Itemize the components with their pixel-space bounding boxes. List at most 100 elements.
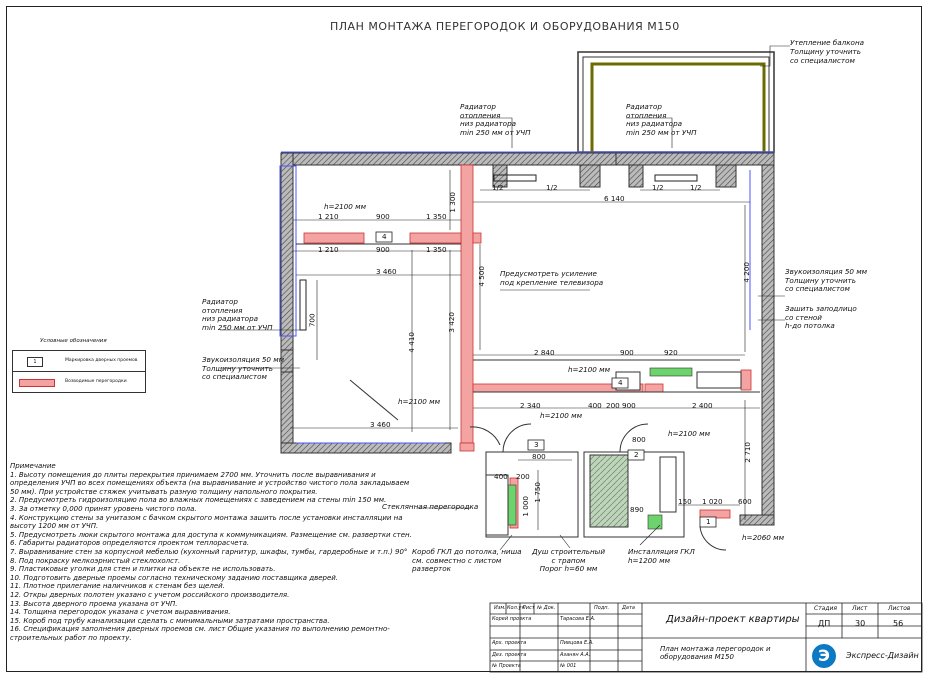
- dim-800a: 800: [532, 452, 546, 461]
- dim-1210b: 1 210: [318, 245, 339, 254]
- dim-2340: 2 340: [520, 401, 541, 410]
- note: 13. Высота дверного проема указана от УЧ…: [10, 599, 178, 608]
- callout-glass-partition: Стеклянная перегородка: [382, 502, 479, 511]
- legend-row: 1 Маркировка дверных проемов: [13, 351, 145, 372]
- note: 11. Плотное прилегание наличников к стен…: [10, 582, 225, 591]
- legend-caption: Условные обозначения: [40, 338, 107, 344]
- stamp-name: № 001: [560, 663, 577, 669]
- stamp-header-list: Лист: [522, 605, 535, 611]
- leader-lines: [220, 45, 790, 551]
- project-name: Дизайн-проект квартиры: [666, 614, 800, 625]
- note: 2. Предусмотреть гидроизоляцию пола во в…: [10, 496, 387, 505]
- dim-900b: 900: [376, 245, 390, 254]
- stamp-header-date: Дата: [622, 605, 635, 611]
- note: 15. Короб под трубу канализации сделать …: [10, 616, 330, 625]
- dim-3460b: 3 460: [370, 420, 391, 429]
- dim-half2: 1/2: [546, 183, 558, 192]
- bathroom-block: [469, 423, 727, 551]
- dim-900a: 900: [376, 212, 390, 221]
- note: 12. Откры дверных полотен указано с учет…: [10, 590, 290, 599]
- stamp-role: Корей проекта: [492, 616, 532, 622]
- notes: Примечание 1. Высоту помещения до плиты …: [10, 462, 412, 642]
- height-label-4: h=2100 мм: [540, 411, 582, 420]
- door-tag-1: 4: [382, 232, 387, 241]
- dim-1020: 1 020: [702, 497, 723, 506]
- dim-1210a: 1 210: [318, 212, 339, 221]
- door-tag-3: 3: [534, 440, 539, 449]
- stamp-sheet: 30: [855, 619, 866, 628]
- stamp-role: Дез. проекта: [492, 652, 527, 658]
- dim-2840: 2 840: [534, 348, 555, 357]
- note: 10. Подготовить дверные проемы согласно …: [10, 573, 339, 582]
- note: 8. Под покраску мелкоэрнистый стеклохолс…: [10, 556, 181, 565]
- height-label-3: h=2100 мм: [398, 397, 440, 406]
- note: 9. Пластиковые уголки для стен и плитки …: [10, 565, 276, 574]
- stamp-stage: ДП: [818, 619, 831, 628]
- dim-900d: 900: [622, 401, 636, 410]
- dim-200: 200: [606, 401, 620, 410]
- door-tag-2: 4: [618, 378, 623, 387]
- stamp-header-kolvo: Кол.уч: [507, 605, 525, 611]
- stamp-col-sheet: Лист: [852, 605, 868, 612]
- dim-890: 890: [630, 505, 644, 514]
- sheet-title: План монтажа перегородок и оборудования …: [660, 645, 771, 661]
- outer-walls: [279, 152, 775, 526]
- stamp-role: № Проекта: [492, 663, 521, 669]
- height-label-2: h=2100 мм: [568, 365, 610, 374]
- legend: 1 Маркировка дверных проемов Возводимые …: [12, 350, 146, 393]
- radiators: [299, 174, 698, 331]
- dimension-lines: [290, 170, 760, 530]
- dim-2400: 2 400: [692, 401, 713, 410]
- note: 3. За отметку 0,000 принят уровень чисто…: [10, 504, 197, 513]
- company-name: Экспресс-Дизайн: [846, 651, 919, 660]
- door-tag-4: 2: [634, 450, 639, 459]
- dim-6140: 6 140: [604, 194, 625, 203]
- note: 7. Выравнивание стен за корпусной мебель…: [10, 547, 408, 556]
- dim-200b: 200: [516, 472, 530, 481]
- dim-half1: 1/2: [492, 183, 504, 192]
- dim-400: 400: [588, 401, 602, 410]
- stamp-header-doc: № Док.: [537, 605, 556, 611]
- dim-150: 150: [678, 497, 692, 506]
- dim-1350a: 1 350: [426, 212, 447, 221]
- stamp-name: Тарасова Е.А.: [560, 616, 596, 622]
- height-label-1: h=2100 мм: [324, 202, 366, 211]
- door-tag-symbol: 1: [27, 357, 43, 367]
- dim-3460a: 3 460: [376, 267, 397, 276]
- legend-label: Возводимые перегородки: [65, 379, 127, 384]
- note: 4. Конструкцию стены за унитазом с бачко…: [10, 513, 403, 531]
- note: 1. Высоту помещения до плиты перекрытия …: [10, 470, 410, 496]
- dim-1350b: 1 350: [426, 245, 447, 254]
- dim-800b: 800: [632, 435, 646, 444]
- stamp-header-izm: Изм.: [494, 605, 506, 611]
- dim-400b: 400: [494, 472, 508, 481]
- stamp-name: Азанян А.А.: [560, 652, 591, 658]
- door-tag-shapes: [375, 231, 717, 528]
- stamp-role: Арх. проекта: [492, 640, 527, 646]
- stamp-name: Пивцова Е.А.: [560, 640, 594, 646]
- note: 5. Предусмотреть люки скрытого монтажа д…: [10, 530, 412, 539]
- green-fixtures: [507, 367, 693, 530]
- note: 6. Габариты радиаторов определяются прое…: [10, 539, 250, 548]
- legend-label: Маркировка дверных проемов: [65, 358, 138, 363]
- note: 16. Спецификация заполнения дверных прое…: [10, 625, 390, 642]
- notes-title: Примечание: [10, 462, 56, 470]
- stamp-header-sign: Подп.: [594, 605, 610, 611]
- height-label-6: h=2060 мм: [742, 533, 784, 542]
- door-tag-5: 1: [706, 517, 711, 526]
- stamp-col-sheets: Листов: [888, 605, 911, 612]
- company-logo: Э: [812, 644, 836, 668]
- height-label-5: h=2100 мм: [668, 429, 710, 438]
